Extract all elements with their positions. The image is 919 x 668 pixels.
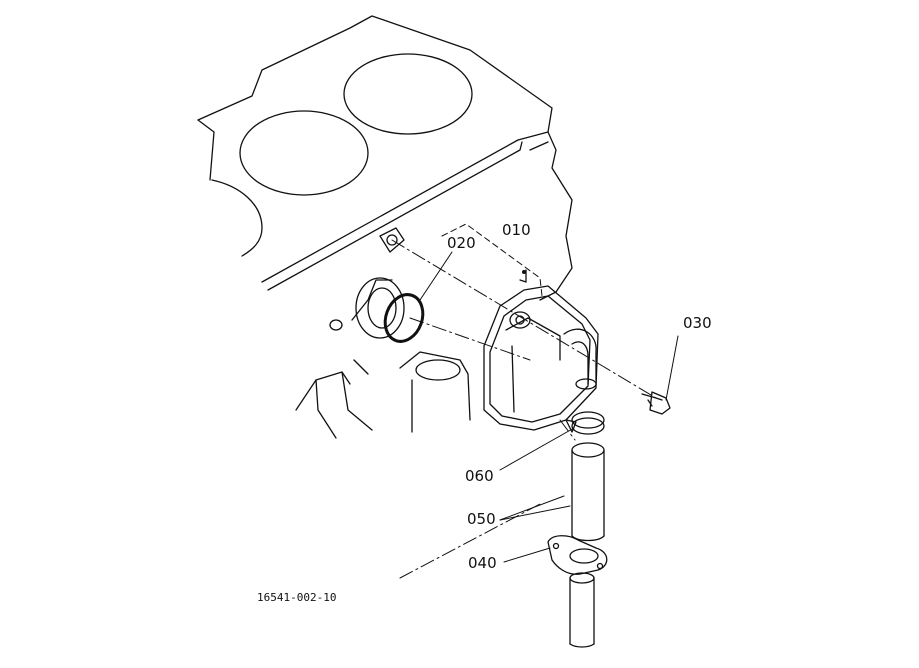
boss [415,359,461,381]
hose-clamp [565,411,605,435]
center-lines [391,223,657,579]
oil-cooler [483,269,599,431]
label-040: 040 [468,554,497,572]
hose-pipe [571,442,605,542]
label-020: 020 [447,234,476,252]
leader-lines [419,251,679,563]
cylinder-bore [239,110,369,196]
drawing-number: 16541-002-10 [257,591,336,604]
o-ring [383,293,425,343]
label-050: 050 [467,510,496,528]
label-010: 010 [502,221,531,239]
oil-port [355,277,405,339]
label-060: 060 [465,467,494,485]
label-030: 030 [683,314,712,332]
engine-block [197,15,573,439]
bolt [641,391,671,415]
flange-gasket [547,535,608,575]
lower-pipe [569,572,595,648]
cylinder-bore [343,53,473,135]
